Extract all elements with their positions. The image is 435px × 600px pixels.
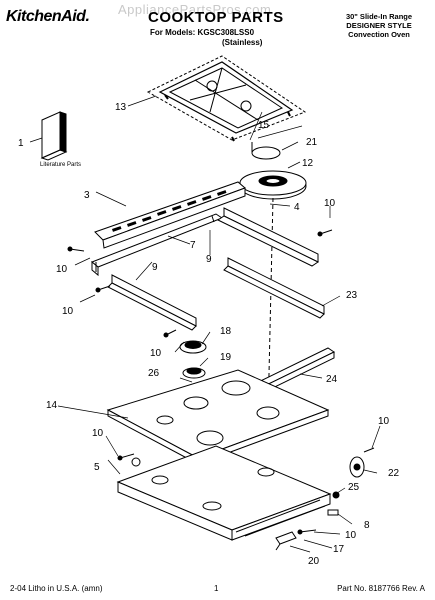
range-oven: Convection Oven bbox=[348, 30, 410, 39]
burner-head bbox=[239, 170, 307, 200]
model-number: For Models: KGSC308LSS0 bbox=[150, 28, 255, 37]
callout-26: 26 bbox=[148, 368, 160, 379]
callout-9-center: 9 bbox=[206, 254, 212, 265]
callout-8: 8 bbox=[364, 520, 370, 531]
callout-10-lower-right: 10 bbox=[378, 416, 390, 427]
burner-grate bbox=[146, 55, 307, 142]
callout-19: 19 bbox=[220, 352, 232, 363]
page-number: 1 bbox=[214, 584, 219, 593]
callout-25: 25 bbox=[348, 482, 360, 493]
right-trim-bar bbox=[223, 257, 325, 319]
callout-17: 17 bbox=[333, 544, 345, 555]
callout-22: 22 bbox=[388, 468, 400, 479]
callout-10-mid: 10 bbox=[150, 348, 162, 359]
callout-20: 20 bbox=[308, 556, 320, 567]
watermark: AppliancePartsPros.com bbox=[118, 2, 272, 17]
callout-12: 12 bbox=[302, 158, 314, 169]
clip bbox=[327, 509, 339, 516]
print-info: 2-04 Litho in U.S.A. (amn) bbox=[10, 584, 103, 593]
callout-10-right: 10 bbox=[324, 198, 336, 209]
callout-10-upper-left: 10 bbox=[56, 264, 68, 275]
burner-box bbox=[116, 445, 332, 541]
callout-18: 18 bbox=[220, 326, 232, 337]
callout-10-bottom: 10 bbox=[345, 530, 357, 541]
gas-valve bbox=[275, 531, 297, 551]
leader-lines bbox=[29, 95, 381, 553]
callout-9-left: 9 bbox=[152, 262, 158, 273]
callout-7: 7 bbox=[190, 240, 196, 251]
burner-base bbox=[179, 340, 207, 354]
callout-15: 15 bbox=[258, 120, 270, 131]
literature-booklet bbox=[40, 111, 68, 161]
callouts: 13 1 15 21 12 3 4 10 7 9 9 10 10 23 18 1… bbox=[18, 102, 400, 567]
literature-label: Literature Parts bbox=[40, 162, 81, 168]
callout-3: 3 bbox=[84, 190, 90, 201]
page-title: COOKTOP PARTS bbox=[148, 9, 284, 26]
rear-trim bbox=[216, 207, 320, 267]
callout-13: 13 bbox=[115, 102, 127, 113]
callout-14: 14 bbox=[46, 400, 58, 411]
control-panel-trim bbox=[94, 181, 246, 249]
spark-igniter bbox=[349, 456, 365, 478]
callout-24: 24 bbox=[326, 374, 338, 385]
screws bbox=[67, 229, 375, 535]
callout-21: 21 bbox=[306, 137, 318, 148]
callout-1: 1 bbox=[18, 138, 24, 149]
side-trim bbox=[107, 274, 197, 331]
callout-10-left: 10 bbox=[62, 306, 74, 317]
burner-cap bbox=[251, 146, 281, 160]
callout-23: 23 bbox=[346, 290, 358, 301]
range-description: 30" Slide-In Range DESIGNER STYLE Convec… bbox=[329, 12, 429, 39]
range-style: DESIGNER STYLE bbox=[346, 21, 412, 30]
brand-logo: KitchenAid. bbox=[6, 8, 90, 25]
range-type: 30" Slide-In Range bbox=[345, 12, 413, 21]
finish-label: (Stainless) bbox=[222, 38, 263, 47]
burner-ring bbox=[182, 367, 206, 379]
part-number: Part No. 8187766 Rev. A bbox=[337, 584, 425, 593]
callout-5: 5 bbox=[94, 462, 100, 473]
callout-10-lower-left: 10 bbox=[92, 428, 104, 439]
callout-4: 4 bbox=[294, 202, 300, 213]
